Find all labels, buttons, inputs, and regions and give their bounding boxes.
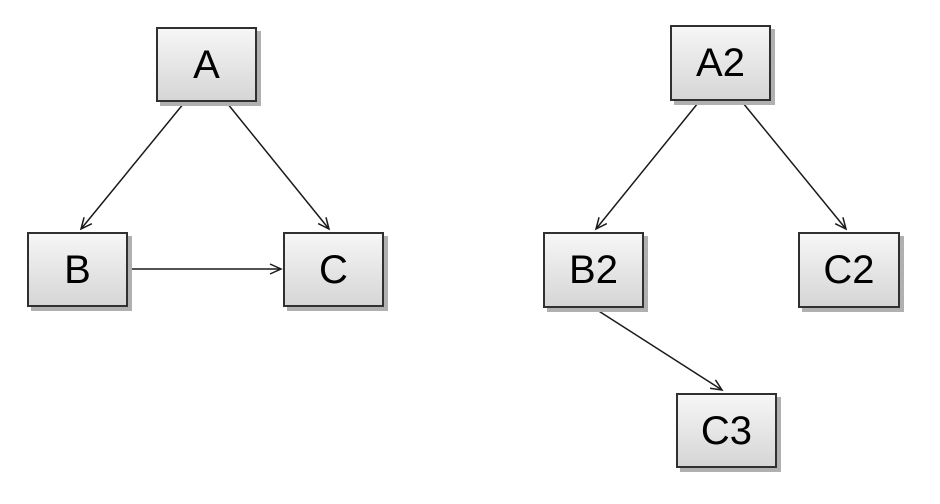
node-c2: C2 xyxy=(798,232,900,308)
node-b2: B2 xyxy=(543,232,644,308)
node-label-c2: C2 xyxy=(823,248,875,292)
edge-a-c xyxy=(226,102,331,231)
node-label-b: B xyxy=(64,247,91,292)
node-a: A xyxy=(156,27,257,102)
node-label-a2: A2 xyxy=(696,41,745,85)
edge-a2-c2 xyxy=(742,102,848,231)
node-c: C xyxy=(283,232,384,307)
node-b: B xyxy=(27,232,128,307)
node-label-c: C xyxy=(319,247,348,292)
node-c3: C3 xyxy=(676,393,777,468)
edge-a2-b2 xyxy=(594,102,699,231)
edge-b2-c3 xyxy=(593,307,724,391)
node-label-a: A xyxy=(193,42,220,87)
node-a2: A2 xyxy=(670,25,771,101)
edge-a-b xyxy=(79,102,185,231)
node-label-c3: C3 xyxy=(700,408,753,453)
node-label-b2: B2 xyxy=(569,248,618,292)
